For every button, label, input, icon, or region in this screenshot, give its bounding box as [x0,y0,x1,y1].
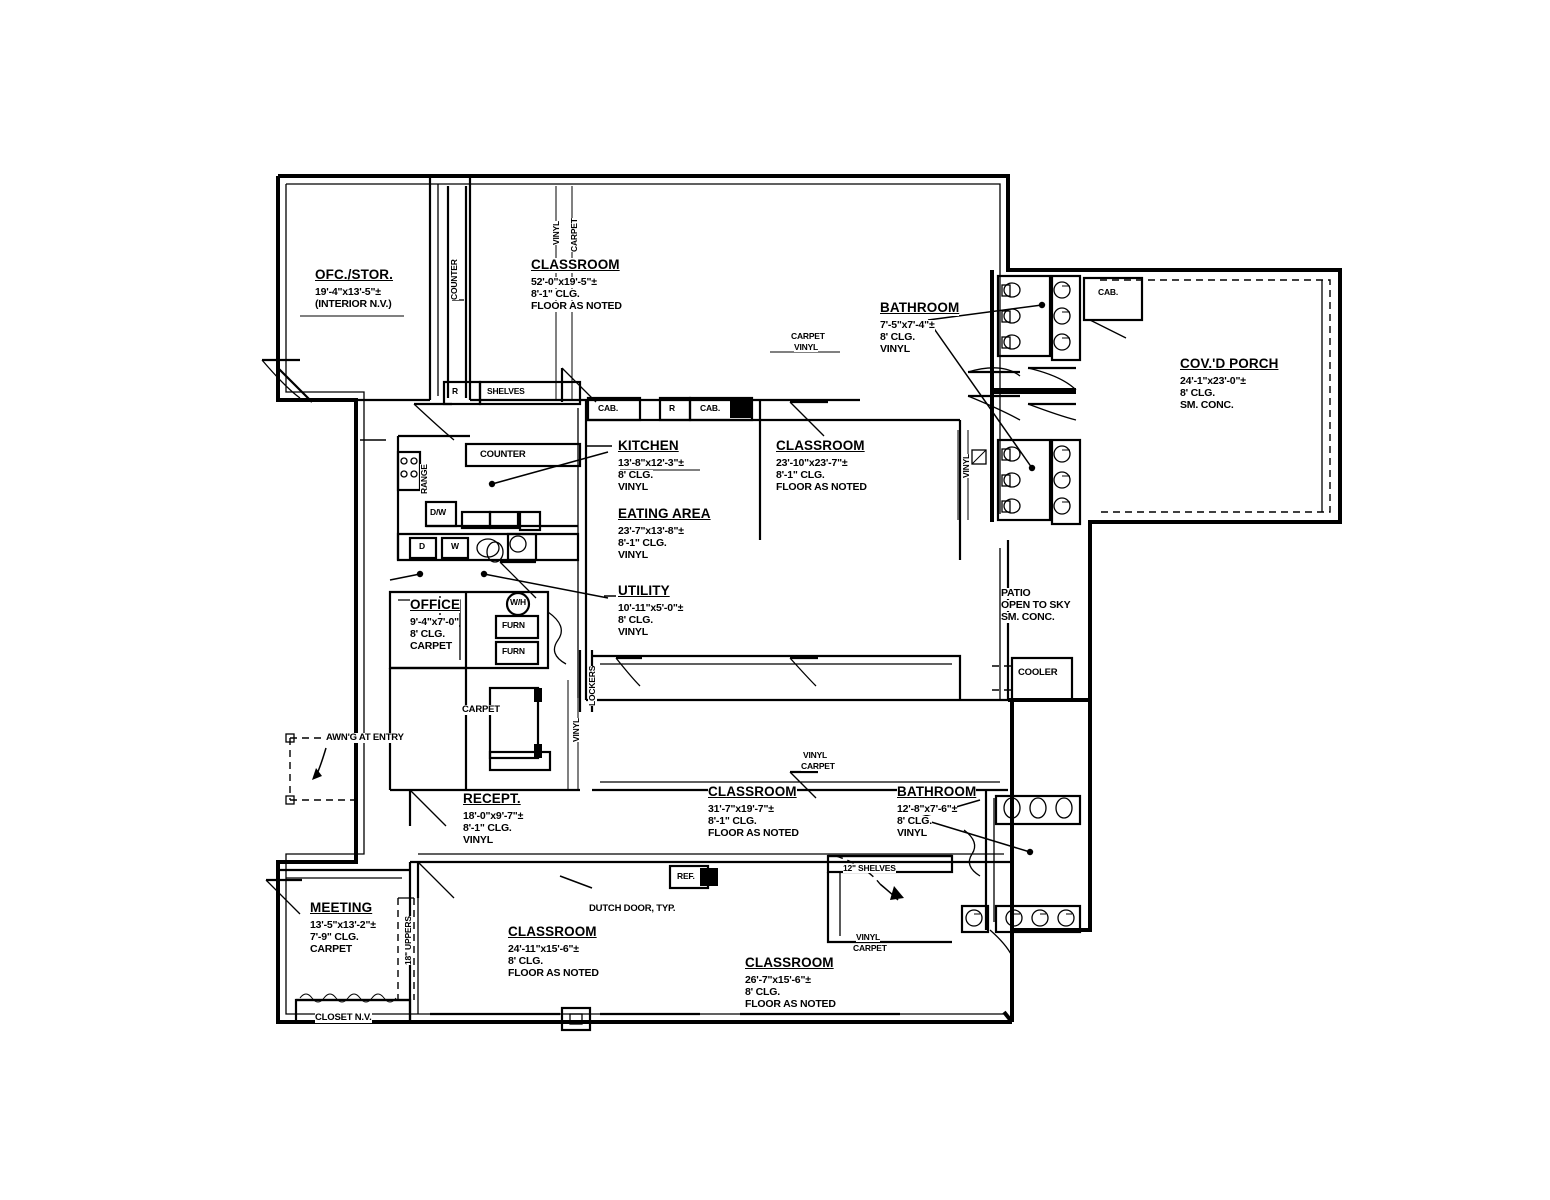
room-clg-classroom-3: 8'-1" CLG. [708,815,757,828]
finish-carpet-mid: CARPET [791,331,825,342]
patio-label: PATIO [1001,587,1031,600]
patio-finish: SM. CONC. [1001,611,1055,624]
room-floor-covd-porch: SM. CONC. [1180,399,1234,412]
room-label-classroom-4: CLASSROOM [508,924,597,940]
range-label: RANGE [419,464,430,494]
room-clg-bathroom-1: 8' CLG. [880,331,915,344]
furnace-label-2: FURN [502,646,525,657]
room-label-recept: RECEPT. [463,791,521,807]
room-floor-eating-area: VINYL [618,549,648,562]
room-label-eating-area: EATING AREA [618,506,711,522]
room-floor-kitchen: VINYL [618,481,648,494]
room-clg-kitchen: 8' CLG. [618,469,653,482]
finish-vinyl-mid: VINYL [794,342,819,353]
room-dim-eating-area: 23'-7"x13'-8"± [618,525,684,538]
room-label-covd-porch: COV.'D PORCH [1180,356,1279,372]
finish-vinyl-vertical-lower: VINYL [571,717,582,742]
room-dim-classroom-5: 26'-7"x15'-6"± [745,974,811,987]
room-floor-office: CARPET [410,640,452,653]
room-clg-classroom-5: 8' CLG. [745,986,780,999]
room-floor-classroom-5: FLOOR AS NOTED [745,998,836,1011]
room-floor-meeting: CARPET [310,943,352,956]
room-clg-eating-area: 8'-1" CLG. [618,537,667,550]
room-floor-classroom-1: FLOOR AS NOTED [531,300,622,313]
refrigerator-r-label-2: R [669,403,675,414]
cabinet-label-1: CAB. [598,403,618,414]
finish-carpet-corridor: CARPET [801,761,835,772]
washer-label: W [451,541,459,552]
room-label-classroom-2: CLASSROOM [776,438,865,454]
room-dim-classroom-3: 31'-7"x19'-7"± [708,803,774,816]
finish-vinyl-corridor: VINYL [803,750,828,761]
dutch-door-annotation: DUTCH DOOR, TYP. [589,903,676,915]
room-dim-kitchen: 13'-8"x12'-3"± [618,457,684,470]
room-clg-classroom-4: 8' CLG. [508,955,543,968]
room-label-classroom-3: CLASSROOM [708,784,797,800]
room-label-utility: UTILITY [618,583,670,599]
room-clg-bathroom-2: 8' CLG. [897,815,932,828]
room-floor-bathroom-2: VINYL [897,827,927,840]
counter-horizontal-label: COUNTER [480,449,526,461]
lockers-label: LOCKERS [587,665,598,706]
room-label-classroom-5: CLASSROOM [745,955,834,971]
room-clg-classroom-1: 8'-1" CLG. [531,288,580,301]
room-dim-classroom-2: 23'-10"x23'-7"± [776,457,848,470]
room-dim-bathroom-1: 7'-5"x7'-4"± [880,319,935,332]
finish-vinyl-lower: VINYL [856,932,881,943]
finish-vinyl-vertical-top: VINYL [551,220,562,245]
refrigerator-label: REF. [677,871,695,882]
room-dim-recept: 18'-0"x9'-7"± [463,810,524,823]
room-label-bathroom-1: BATHROOM [880,300,960,316]
finish-carpet-vertical-top: CARPET [569,218,580,252]
furnace-label-1: FURN [502,620,525,631]
patio-open-to-sky: OPEN TO SKY [1001,599,1071,612]
room-label-meeting: MEETING [310,900,373,916]
finish-carpet-recept-area: CARPET [462,704,500,716]
room-label-bathroom-2: BATHROOM [897,784,977,800]
cabinet-label-2: CAB. [700,403,720,414]
room-dim-classroom-4: 24'-11"x15'-6"± [508,943,579,956]
room-clg-recept: 8'-1" CLG. [463,822,512,835]
room-label-classroom-1: CLASSROOM [531,257,620,273]
cabinet-label-3: CAB. [1098,287,1118,298]
room-clg-office: 8' CLG. [410,628,445,641]
room-clg-covd-porch: 8' CLG. [1180,387,1215,400]
room-dim-bathroom-2: 12'-8"x7'-6"± [897,803,958,816]
counter-vertical-label: COUNTER [449,259,460,300]
dryer-label: D [419,541,425,552]
room-dim-meeting: 13'-5"x13'-2"± [310,919,376,932]
room-note-ofc-stor: (INTERIOR N.V.) [315,298,392,311]
room-clg-utility: 8' CLG. [618,614,653,627]
room-label-ofc-stor: OFC./STOR. [315,267,394,283]
room-label-kitchen: KITCHEN [618,438,679,454]
room-dim-classroom-1: 52'-0"x19'-5"± [531,276,597,289]
room-floor-utility: VINYL [618,626,648,639]
dishwasher-label: D/W [430,507,446,518]
uppers-18-label: 18" UPPERS [403,916,414,965]
room-floor-bathroom-1: VINYL [880,343,910,356]
room-dim-ofc-stor: 19'-4"x13'-5"± [315,286,381,299]
room-dim-covd-porch: 24'-1"x23'-0"± [1180,375,1246,388]
refrigerator-r-label: R [452,386,458,397]
room-floor-recept: VINYL [463,834,493,847]
shelves-label: SHELVES [487,386,525,397]
room-floor-classroom-4: FLOOR AS NOTED [508,967,599,980]
shelves-12-label: 12" SHELVES [843,863,896,874]
room-floor-classroom-2: FLOOR AS NOTED [776,481,867,494]
room-clg-classroom-2: 8'-1" CLG. [776,469,825,482]
cooler-label: COOLER [1018,667,1058,679]
room-clg-meeting: 7'-9" CLG. [310,931,359,944]
room-dim-utility: 10'-11"x5'-0"± [618,602,684,615]
room-dim-office: 9'-4"x7'-0" [410,616,459,629]
finish-carpet-lower: CARPET [853,943,887,954]
room-floor-classroom-3: FLOOR AS NOTED [708,827,799,840]
awning-annotation: AWN'G AT ENTRY [326,732,404,744]
water-heater-label: W/H [510,597,526,608]
room-label-office: OFFICE [410,597,461,613]
closet-label: CLOSET N.V. [315,1012,372,1024]
finish-vinyl-vertical-classroom2: VINYL [961,453,972,478]
